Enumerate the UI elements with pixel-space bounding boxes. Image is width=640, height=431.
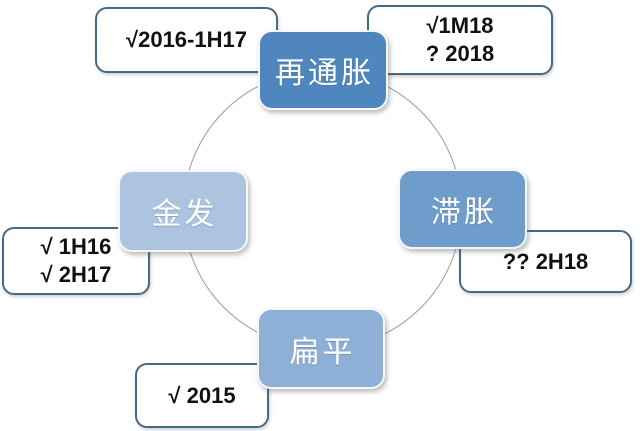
callout-top-right-line2: ? 2018 <box>425 41 495 66</box>
node-flat-label: 扁平 <box>289 335 356 369</box>
node-stagflation-label: 滞胀 <box>431 196 497 229</box>
callout-left: √ 1H16 √ 2H17 <box>2 227 150 295</box>
callout-left-line2: √ 2H17 <box>40 262 112 287</box>
callout-top-right-line1: √1M18 <box>426 13 494 38</box>
callout-top-left-line1: √2016-1H17 <box>126 27 247 52</box>
node-reflation-label: 再通胀 <box>275 57 374 90</box>
node-goldilocks-label: 金发 <box>151 198 218 231</box>
node-reflation: 再通胀 <box>258 30 388 110</box>
callout-bottom-line1: √ 2015 <box>168 382 236 408</box>
node-goldilocks: 金发 <box>118 170 248 252</box>
callout-bottom: √ 2015 <box>135 363 269 428</box>
callout-right: ?? 2H18 <box>459 230 632 293</box>
node-stagflation: 滞胀 <box>398 169 527 249</box>
callout-top-right: √1M18 ? 2018 <box>367 5 553 75</box>
node-flat: 扁平 <box>257 308 385 389</box>
callout-top-left: √2016-1H17 <box>95 7 278 73</box>
callout-right-line1: ?? 2H18 <box>502 248 589 274</box>
callout-left-line1: √ 1H16 <box>40 234 112 259</box>
